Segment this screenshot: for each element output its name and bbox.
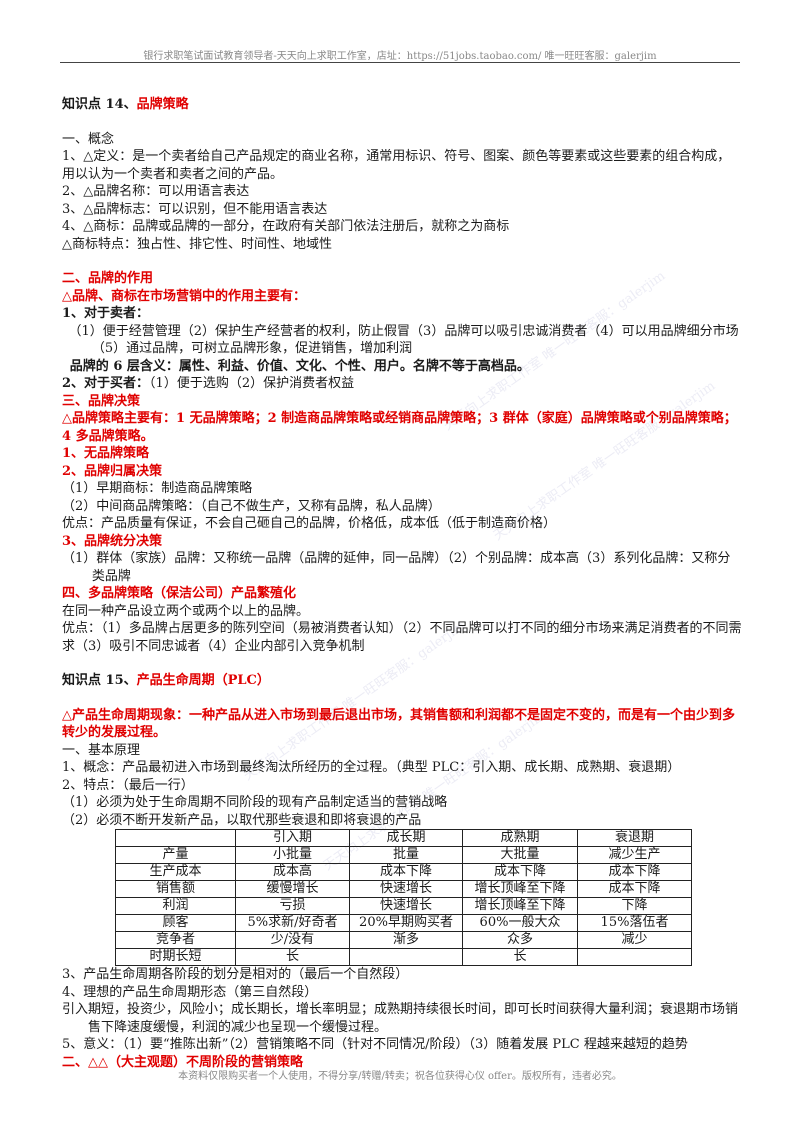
brand-six-meanings: 品牌的 6 层含义：属性、利益、价值、文化、个性、用户。名牌不等于高档品。: [69, 358, 530, 374]
table-cell: 长: [462, 948, 578, 966]
table-row: 竞争者少/没有渐多众多减少: [115, 931, 692, 949]
table-cell: 快速增长: [349, 880, 463, 898]
table-cell: 小批量: [235, 846, 350, 864]
table-cell: 成本下降: [577, 880, 692, 898]
table-row-label: 时期长短: [115, 948, 236, 966]
plc-concept: 1、概念：产品最初进入市场到最终淘汰所经历的全过程。（典型 PLC：引入期、成长…: [62, 760, 681, 775]
table-row-label: 产量: [115, 846, 236, 864]
table-cell: 衰退期: [577, 829, 692, 847]
page-footer: 本资料仅限购买者一个人使用，不得分享/转赠/转卖；祝各位获得心仪 offer。版…: [178, 1071, 622, 1082]
section-number: 知识点 14、: [62, 97, 137, 112]
page-header: 银行求职笔试面试教育领导者-天天向上求职工作室，店址：https://51job…: [143, 51, 657, 62]
concept-trademark: 4、△商标：品牌或品牌的一部分，在政府有关部门依法注册后，就称之为商标: [62, 219, 510, 234]
plc-feature-2: （2）必须不断开发新产品，以取代那些衰退和即将衰退的产品: [62, 812, 422, 828]
table-cell: 亏损: [235, 897, 350, 915]
section-title-14: 知识点 14、品牌策略: [62, 96, 742, 114]
heading-basic-principle: 一、基本原理: [62, 742, 141, 758]
table-cell: 批量: [349, 846, 463, 864]
plc-phenomenon: △产品生命周期现象：一种产品从进入市场到最后退出市场，其销售额和利润都不是固定不…: [62, 707, 735, 741]
brand-strategy-summary: △品牌策略主要有：1 无品牌策略；2 制造商品牌策略或经销商品牌策略；3 群体（…: [62, 411, 737, 444]
seller-benefits: （1）便于经营管理（2）保护生产经营者的权利，防止假冒（3）品牌可以吸引忠诚消费…: [68, 323, 739, 357]
plc-relative-stages: 3、产品生命周期各阶段的划分是相对的（最后一个自然段）: [62, 967, 409, 982]
multi-brand-advantages: 优点：（1）多品牌占居更多的陈列空间（易被消费者认知）（2）不同品牌可以打不同的…: [62, 621, 742, 654]
concept-definition: 1、△定义：是一个卖者给自己产品规定的商业名称，通常用标识、符号、图案、颜色等要…: [62, 149, 731, 182]
heading-concept: 一、概念: [62, 131, 115, 147]
brand-role-intro: △品牌、商标在市场营销中的作用主要有：: [62, 288, 306, 304]
multi-brand-definition: 在同一种产品设立两个或两个以上的品牌。: [62, 603, 310, 619]
table-cell: 增长顶峰至下降: [462, 880, 578, 898]
table-cell: 减少生产: [577, 846, 692, 864]
section-number: 知识点 15、: [62, 673, 137, 688]
plc-ideal-shape: 4、理想的产品生命周期形态（第三自然段）: [62, 984, 318, 1000]
table-cell: 60%一般大众: [462, 914, 578, 932]
family-brand-types: （1）群体（家族）品牌：又称统一品牌（品牌的延伸，同一品牌）（2）个别品牌：成本…: [62, 551, 731, 584]
table-cell: 成熟期: [462, 829, 578, 847]
table-cell: 渐多: [349, 931, 463, 949]
section-title-15: 知识点 15、产品生命周期（PLC）: [62, 672, 742, 690]
ownership-manufacturer: （1）早期商标：制造商品牌策略: [62, 481, 253, 496]
section-topic: 品牌策略: [136, 97, 189, 112]
table-cell: 引入期: [235, 829, 350, 847]
heading-no-brand: 1、无品牌策略: [62, 446, 150, 461]
ownership-advantages: 优点：产品质量有保证，不会自己砸自己的品牌，价格低，成本低（低于制造商价格）: [62, 516, 557, 531]
section-topic: 产品生命周期（PLC）: [136, 673, 270, 688]
table-row-label: 利润: [115, 897, 236, 915]
concept-brand-mark: 3、△品牌标志：可以识别，但不能用语言表达: [62, 201, 328, 217]
table-row: 销售额缓慢增长快速增长增长顶峰至下降成本下降: [115, 880, 692, 898]
table-cell: 15%落伍者: [577, 914, 692, 932]
table-cell: [577, 948, 692, 966]
table-cell: 20%早期购买者: [349, 914, 463, 932]
table-header-row: 引入期成长期成熟期衰退期: [115, 829, 692, 847]
heading-for-buyer: 2、对于买者：: [62, 376, 150, 391]
table-cell: 减少: [577, 931, 692, 949]
table-cell: 增长顶峰至下降: [462, 897, 578, 915]
ownership-reseller: （2）中间商品牌策略：（自己不做生产，又称有品牌，私人品牌）: [62, 498, 441, 514]
table-cell: 下降: [577, 897, 692, 915]
plc-table-body: 引入期成长期成熟期衰退期产量小批量批量大批量减少生产生产成本成本高成本下降成本下…: [115, 829, 692, 966]
plc-ideal-description: 引入期短，投资少，风险小；成长期长，增长率明显；成熟期持续很长时间，即可长时间获…: [62, 1002, 739, 1035]
table-cell: 众多: [462, 931, 578, 949]
buyer-benefits: （1）便于选购（2）保护消费者权益: [149, 376, 355, 391]
table-cell: 成本高: [235, 863, 350, 881]
table-row-label: 竞争者: [115, 931, 236, 949]
plc-feature-1: （1）必须为处于生命周期不同阶段的现有产品制定适当的营销战略: [62, 795, 448, 810]
plc-significance: 5、意义：（1）要“推陈出新”（2）营销策略不同（针对不同情况/阶段）（3）随着…: [62, 1037, 688, 1052]
table-row-label: 销售额: [115, 880, 236, 898]
table-cell: 成本下降: [462, 863, 578, 881]
table-row-label: 顾客: [115, 914, 236, 932]
table-cell: 快速增长: [349, 897, 463, 915]
heading-brand-decisions: 三、品牌决策: [62, 393, 141, 409]
buyer-benefits-line: 2、对于买者：（1）便于选购（2）保护消费者权益: [62, 375, 742, 393]
table-cell: 成本下降: [349, 863, 463, 881]
table-row-label: [115, 829, 236, 847]
table-row: 利润亏损快速增长增长顶峰至下降下降: [115, 897, 692, 915]
page-content: 知识点 14、品牌策略 一、概念 1、△定义：是一个卖者给自己产品规定的商业名称…: [62, 96, 742, 1071]
table-cell: 成本下降: [577, 863, 692, 881]
heading-brand-role: 二、品牌的作用: [62, 271, 154, 286]
table-cell: 缓慢增长: [235, 880, 350, 898]
header-rule: [60, 62, 740, 63]
table-row-label: 生产成本: [115, 863, 236, 881]
heading-for-seller: 1、对于卖者：: [62, 306, 150, 321]
heading-family-brand: 3、品牌统分决策: [62, 533, 163, 549]
heading-multi-brand: 四、多品牌策略（保洁公司）产品繁殖化: [62, 586, 297, 601]
concept-trademark-features: △商标特点：独占性、排它性、时间性、地域性: [62, 236, 332, 252]
table-row: 生产成本成本高成本下降成本下降成本下降: [115, 863, 692, 881]
heading-brand-ownership: 2、品牌归属决策: [62, 463, 163, 479]
table-cell: 少/没有: [235, 931, 350, 949]
plc-features: 2、特点：（最后一行）: [62, 777, 194, 793]
table-cell: 大批量: [462, 846, 578, 864]
table-cell: 长: [235, 948, 350, 966]
table-cell: [349, 948, 463, 966]
table-row: 产量小批量批量大批量减少生产: [115, 846, 692, 864]
table-row: 时期长短长长: [115, 948, 692, 966]
plc-stage-table: 引入期成长期成熟期衰退期产量小批量批量大批量减少生产生产成本成本高成本下降成本下…: [115, 829, 692, 966]
heading-stage-strategies: 二、△△（大主观题）不周阶段的营销策略: [62, 1054, 303, 1070]
table-cell: 5%求新/好奇者: [235, 914, 350, 932]
table-cell: 成长期: [349, 829, 463, 847]
concept-brand-name: 2、△品牌名称：可以用语言表达: [62, 184, 250, 199]
